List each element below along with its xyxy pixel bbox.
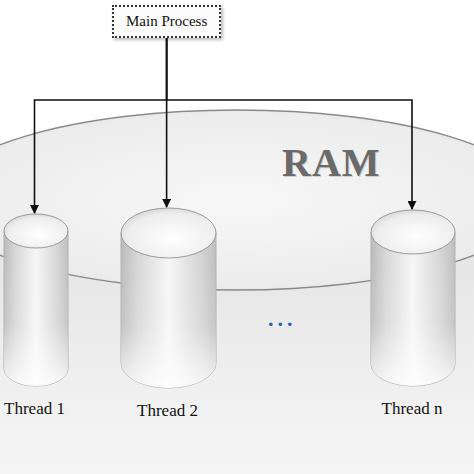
cylinder-outline <box>120 207 217 389</box>
thread-label: Thread 1 <box>4 399 65 419</box>
thread-label: Thread 2 <box>137 401 198 421</box>
connector-arrow <box>166 38 168 207</box>
process-box: Main Process <box>112 5 221 38</box>
process-label: Main Process <box>126 13 207 30</box>
label-holder: ... <box>268 306 297 332</box>
thread-cylinder: Thread 1 <box>2 213 67 419</box>
memory-cylinder: RAM Thread 1 Thread 2 Thread n <box>0 95 474 474</box>
memory-label: RAM <box>282 139 381 186</box>
cylinder-outline <box>370 209 456 387</box>
connector-arrow <box>167 38 412 209</box>
ellipsis-mark: ... <box>268 306 297 332</box>
thread-cylinder: Thread 2 <box>120 207 215 421</box>
thread-cylinder: Thread n <box>370 209 454 419</box>
cylinder-outline <box>3 213 69 387</box>
thread-label: Thread n <box>382 399 443 419</box>
connector-arrow <box>35 38 167 213</box>
